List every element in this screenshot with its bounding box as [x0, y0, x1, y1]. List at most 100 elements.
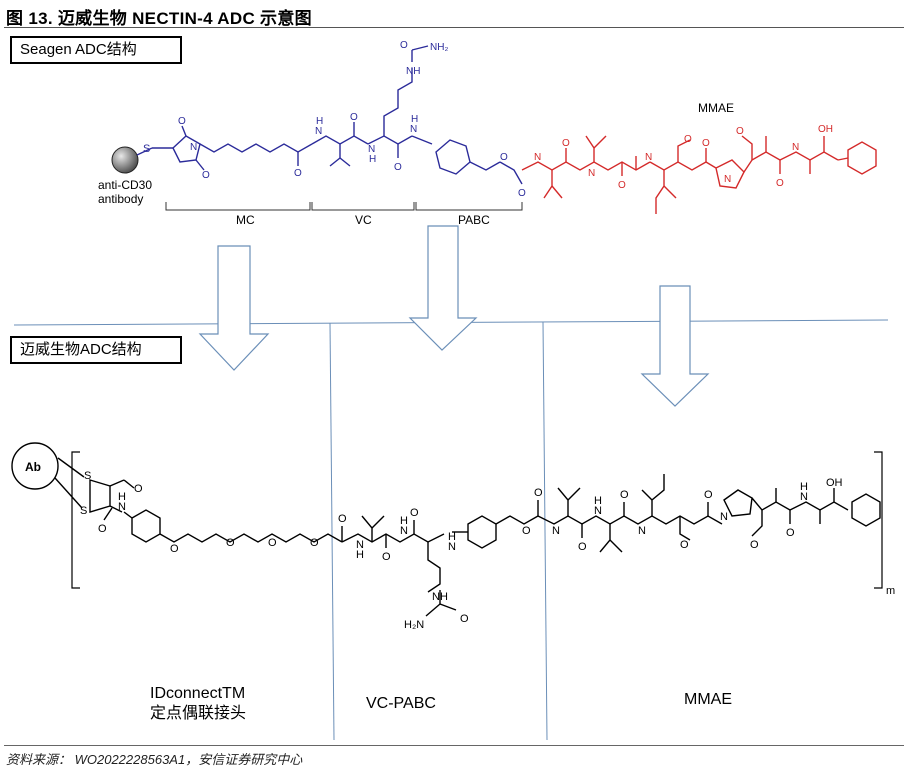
atom-o-5: O: [394, 162, 402, 173]
mai-o-1: O: [134, 483, 143, 495]
mai-n-2: N: [356, 539, 364, 551]
mai-o-7: O: [338, 513, 347, 525]
mai-h-2: H: [356, 549, 364, 561]
atom-o-7: O: [500, 152, 508, 163]
label-idconnect-2: 定点偶联接头: [150, 704, 246, 722]
guide-lines: [13, 319, 889, 741]
mai-n-8: N: [720, 511, 728, 523]
mai-n-1: N: [118, 501, 126, 513]
mai-h-3: H: [400, 515, 408, 527]
arrow-mmae: [640, 285, 710, 407]
label-idconnect-1: IDconnectTM: [150, 685, 245, 702]
atom-n-6: N: [588, 168, 595, 179]
mai-n-7: N: [638, 525, 646, 537]
mai-o-2: O: [98, 523, 107, 535]
mai-o-3: O: [170, 543, 179, 555]
mai-antibody: [11, 442, 59, 490]
atom-n-9: N: [792, 142, 799, 153]
mai-o-9: O: [410, 507, 419, 519]
mai-h-1: H: [118, 491, 126, 503]
atom-n-4: N: [410, 124, 417, 135]
atom-o-11: O: [684, 134, 692, 145]
atom-n-8: N: [724, 174, 731, 185]
seagen-atom-labels: O N O O N H O N H O N H NH O NH₂ O O N O…: [178, 40, 833, 199]
footer-divider: [4, 745, 904, 746]
atom-n-5: N: [534, 152, 541, 163]
atom-o-13: O: [736, 126, 744, 137]
atom-oh-1: OH: [818, 124, 833, 135]
mai-h-4: H: [448, 531, 456, 543]
mai-o-13: O: [578, 541, 587, 553]
mai-o-15: O: [680, 539, 689, 551]
mai-n-6: N: [594, 505, 602, 517]
atom-n-2: N: [315, 126, 322, 137]
atom-o-2: O: [202, 170, 210, 181]
seagen-linker-blue: [136, 45, 523, 185]
mai-n-4: N: [448, 541, 456, 553]
atom-o-10: O: [618, 180, 626, 191]
mai-s-2: S: [80, 505, 87, 517]
seagen-structure-box: Seagen ADC结构: [10, 36, 182, 64]
atom-o-12: O: [702, 138, 710, 149]
mai-antibody-label: Ab: [25, 460, 41, 474]
atom-o-9: O: [562, 138, 570, 149]
source-note: 资料来源： WO2022228563A1，安信证券研究中心: [6, 752, 303, 767]
atom-n-7: N: [645, 152, 652, 163]
mai-nh-1: NH: [432, 591, 448, 603]
arrow-mc: [198, 245, 270, 371]
arrow-vc: [408, 225, 478, 351]
mai-n-5: N: [552, 525, 560, 537]
mai-o-4: O: [226, 537, 235, 549]
segment-mc-label: MC: [236, 213, 255, 227]
figure-title: 图 13. 迈威生物 NECTIN-4 ADC 示意图: [6, 9, 312, 28]
mai-structure-box: 迈威生物ADC结构: [10, 336, 182, 364]
mai-h2n: H₂N: [404, 619, 424, 631]
atom-o-6: O: [400, 40, 408, 51]
seagen-mmae-red: [521, 135, 877, 214]
seagen-sulfur: S: [143, 143, 150, 155]
label-mmae: MMAE: [684, 691, 732, 708]
down-arrows: [198, 225, 710, 407]
mai-o-17: O: [750, 539, 759, 551]
label-vc-pabc: VC-PABC: [366, 695, 436, 712]
mai-m: m: [886, 585, 895, 597]
segment-vc-label: VC: [355, 213, 372, 227]
mai-n-9: N: [800, 491, 808, 503]
segment-pabc-label: PABC: [458, 213, 490, 227]
atom-nh-1: NH: [406, 66, 420, 77]
segment-brackets: [165, 202, 523, 211]
mai-o-11: O: [522, 525, 531, 537]
mai-o-16: O: [704, 489, 713, 501]
mai-o-8: O: [382, 551, 391, 563]
mai-n-3: N: [400, 525, 408, 537]
mai-o-6: O: [310, 537, 319, 549]
atom-o-3: O: [294, 168, 302, 179]
atom-h-1: H: [316, 116, 323, 127]
mai-o-10: O: [460, 613, 469, 625]
seagen-antibody-label-2: antibody: [98, 192, 143, 206]
mai-h-5: H: [594, 495, 602, 507]
mai-o-12: O: [534, 487, 543, 499]
atom-o-8: O: [518, 188, 526, 199]
atom-o-1: O: [178, 116, 186, 127]
seagen-mmae-label: MMAE: [698, 101, 734, 115]
title-divider: [4, 27, 904, 28]
mai-s-1: S: [84, 470, 91, 482]
atom-h-3: H: [411, 114, 418, 125]
atom-n-1: N: [190, 142, 197, 153]
mai-atom-labels: S S O N H O O O O O O N H O N H O NH H₂N…: [80, 470, 895, 631]
mai-o-18: O: [786, 527, 795, 539]
mai-o-14: O: [620, 489, 629, 501]
mai-h-6: H: [800, 481, 808, 493]
seagen-antibody: [111, 146, 139, 174]
atom-o-4: O: [350, 112, 358, 123]
atom-o-14: O: [776, 178, 784, 189]
atom-nh2-1: NH₂: [430, 42, 448, 53]
atom-h-2: H: [369, 154, 376, 165]
repeat-brackets: [71, 451, 883, 589]
seagen-antibody-label-1: anti-CD30: [98, 178, 152, 192]
mai-linker: [54, 457, 881, 617]
mai-oh: OH: [826, 477, 843, 489]
atom-n-3: N: [368, 144, 375, 155]
